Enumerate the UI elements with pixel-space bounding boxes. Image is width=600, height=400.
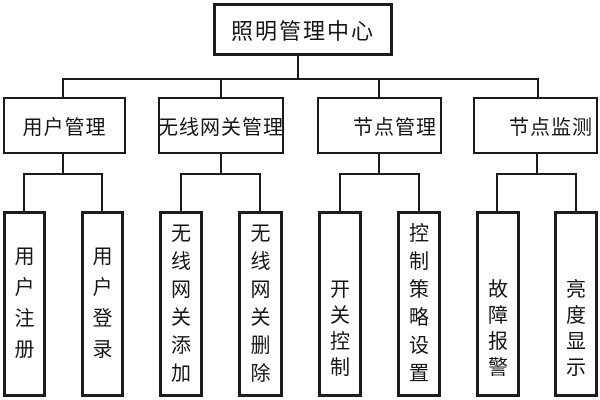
connector-line [62,78,539,80]
node-node-monitoring: 节点监测 [473,97,598,154]
node-user-register: 用户注册 [3,211,46,397]
connector-line [23,173,103,175]
connector-line [220,78,222,97]
node-switch-control: 开关控制 [318,211,362,397]
node-user-management: 用户管理 [3,97,126,154]
connector-line [180,173,261,175]
connector-line [536,154,538,175]
connector-line [496,173,498,211]
connector-line [62,154,64,175]
node-lighting-management-center: 照明管理中心 [213,3,393,56]
connector-line [297,55,299,80]
node-node-management: 节点管理 [317,97,442,154]
connector-line [23,173,25,211]
node-brightness-display: 亮度显示 [554,211,598,397]
node-user-login: 用户登录 [81,211,124,397]
node-wireless-gateway-add: 无线网关添加 [159,211,203,397]
connector-line [378,78,380,97]
connector-line [496,173,577,175]
connector-line [220,154,222,175]
node-fault-alarm: 故障报警 [476,211,520,397]
connector-line [575,173,577,211]
connector-line [339,173,341,211]
connector-line [339,173,420,175]
connector-line [378,154,380,175]
connector-line [180,173,182,211]
connector-line [418,173,420,211]
node-wireless-gateway-delete: 无线网关删除 [238,211,283,397]
node-control-strategy-settings: 控制策略设置 [397,211,441,397]
connector-line [101,173,103,211]
connector-line [62,78,64,97]
connector-line [537,78,539,97]
node-wireless-gateway-management: 无线网关管理 [158,97,284,154]
connector-line [259,173,261,211]
